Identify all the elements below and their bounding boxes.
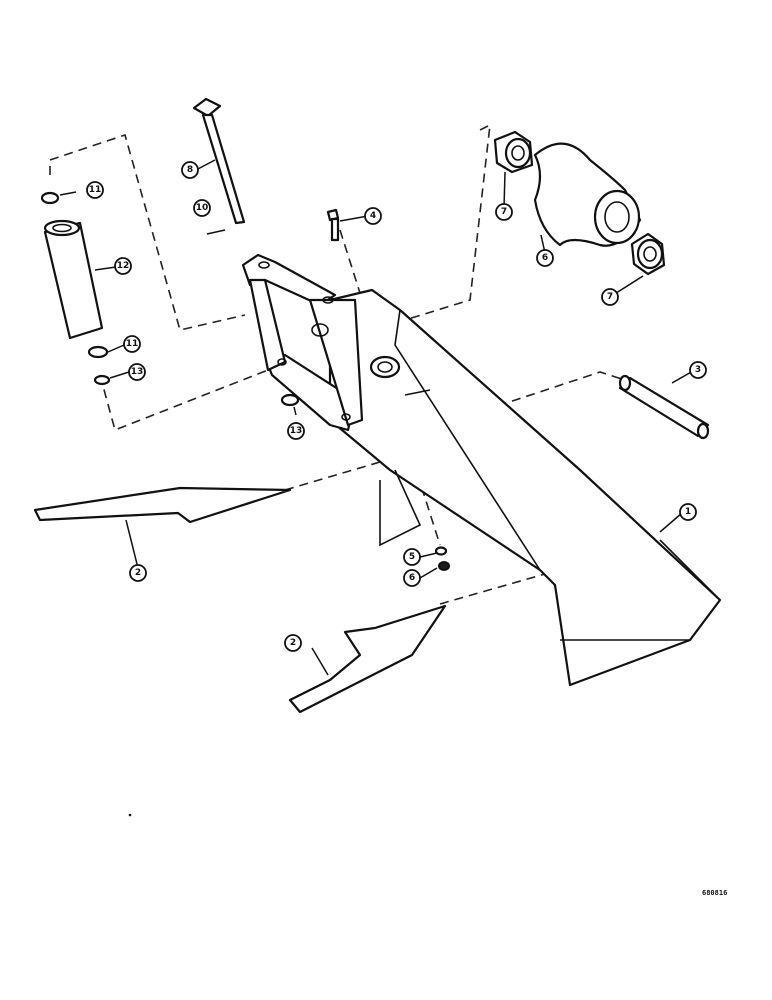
callout-2-upper: 2 — [129, 564, 147, 582]
washer-part-13-left — [93, 374, 111, 386]
callout-6-nut: 6 — [403, 569, 421, 587]
svg-text:11: 11 — [126, 339, 139, 349]
svg-text:3: 3 — [695, 365, 701, 375]
tube-part-12 — [43, 219, 104, 340]
svg-text:13: 13 — [131, 367, 144, 377]
main-frame-part-1 — [328, 288, 722, 687]
svg-text:8: 8 — [187, 165, 193, 175]
svg-text:1: 1 — [685, 507, 691, 517]
bushing-part-7-upper — [493, 130, 534, 174]
svg-text:13: 13 — [290, 426, 303, 436]
washer-part-11-upper — [40, 191, 60, 205]
skid-plate-part-2-upper — [33, 486, 292, 524]
callout-4: 4 — [364, 207, 382, 225]
callout-1: 1 — [679, 503, 697, 521]
svg-text:11: 11 — [89, 185, 102, 195]
washer-part-13-center — [280, 393, 300, 407]
svg-text:7: 7 — [501, 207, 507, 217]
svg-text:2: 2 — [135, 568, 141, 578]
svg-text:10: 10 — [196, 203, 209, 213]
svg-text:6: 6 — [409, 573, 415, 583]
roller-part-6 — [533, 142, 642, 247]
svg-text:7: 7 — [607, 292, 613, 302]
callout-7-lower: 7 — [601, 288, 619, 306]
callout-12: 12 — [114, 257, 132, 275]
callout-10: 10 — [193, 199, 211, 217]
svg-text:6: 6 — [542, 253, 548, 263]
svg-text:12: 12 — [117, 261, 130, 271]
mounting-bracket — [241, 253, 364, 432]
long-bolt-part-8 — [192, 97, 246, 225]
callout-3: 3 — [689, 361, 707, 379]
svg-text:4: 4 — [370, 211, 376, 221]
svg-text:5: 5 — [409, 552, 415, 562]
drawing-code: 680816 — [702, 889, 727, 897]
leader-lines — [59, 159, 694, 676]
callout-11-lower: 11 — [123, 335, 141, 353]
callout-13-left: 13 — [128, 363, 146, 381]
callout-11-upper: 11 — [86, 181, 104, 199]
callout-5: 5 — [403, 548, 421, 566]
pin-part-10 — [206, 229, 226, 235]
skid-plate-part-2-lower — [288, 604, 447, 714]
stray-dot — [128, 813, 132, 817]
callout-6-roller: 6 — [536, 249, 554, 267]
washer-part-5 — [434, 546, 448, 556]
callout-13-center: 13 — [287, 422, 305, 440]
callout-8: 8 — [181, 161, 199, 179]
washer-part-11-lower — [87, 345, 109, 359]
pin-part-3 — [618, 374, 710, 440]
callout-2-lower: 2 — [284, 634, 302, 652]
svg-text:2: 2 — [290, 638, 296, 648]
nut-part-6 — [438, 561, 450, 571]
bushing-part-7-lower — [630, 232, 666, 276]
callout-7-upper: 7 — [495, 203, 513, 221]
bolt-part-4 — [326, 208, 340, 242]
